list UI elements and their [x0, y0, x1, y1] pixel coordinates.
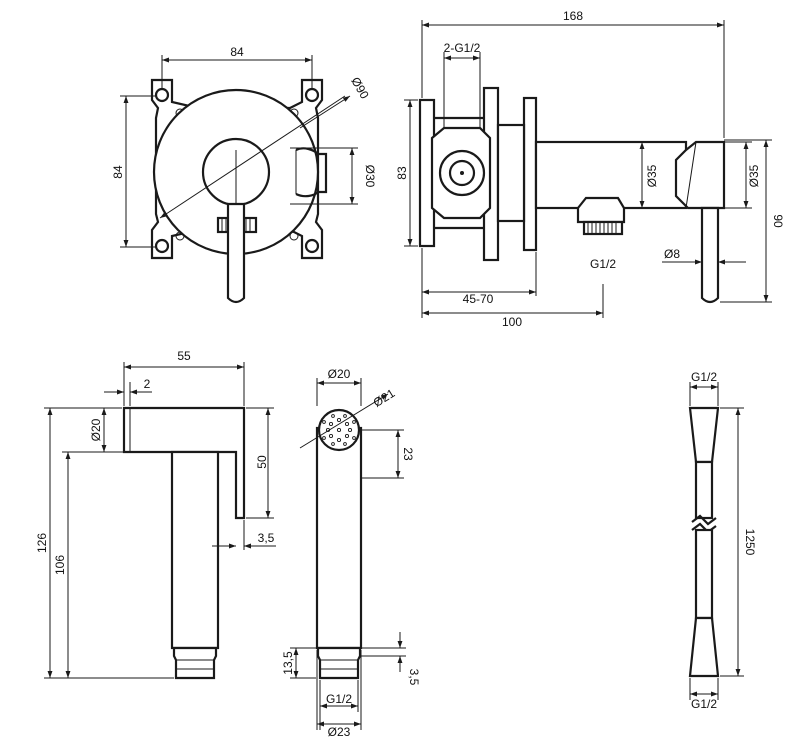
outlet-connector — [576, 196, 626, 224]
handshower-side-view — [122, 406, 246, 680]
dim-hf-nozzle-offset: 23 — [401, 447, 415, 461]
dim-side-body-height: 83 — [395, 166, 409, 180]
handshower-handle-side — [170, 450, 220, 650]
dim-hs-wall: 2 — [144, 377, 151, 391]
holder-side — [674, 140, 726, 210]
side-view — [418, 86, 726, 304]
side-pin — [700, 206, 720, 304]
dim-side-holder-diameter: Ø35 — [747, 164, 761, 187]
hose-lower — [694, 528, 714, 620]
dim-front-plate-diameter: Ø90 — [348, 75, 372, 102]
handshower-side-dimensions: 55 2 Ø20 50 3,5 126 106 — [35, 349, 276, 679]
nozzle-holes — [322, 414, 356, 446]
dim-hf-head-diameter: Ø20 — [328, 367, 351, 381]
hose-break-top — [691, 514, 717, 526]
dim-hf-nozzle-diameter: Ø21 — [371, 386, 398, 410]
lever-pin — [226, 202, 246, 304]
dim-hose-top-thread: G1/2 — [691, 370, 717, 384]
dim-side-pipe-diameter: Ø35 — [645, 164, 659, 187]
dim-side-depth-total: 100 — [502, 315, 522, 329]
dim-hs-total-height: 126 — [35, 533, 49, 553]
side-flange-right — [522, 96, 538, 252]
dim-front-side-height: 84 — [111, 165, 125, 179]
dim-hs-length: 55 — [177, 349, 191, 363]
dim-hose-bottom-thread: G1/2 — [691, 697, 717, 711]
dim-side-pin-diameter: Ø8 — [664, 247, 680, 261]
dim-hs-handle-height: 106 — [53, 555, 67, 575]
front-view — [150, 78, 328, 304]
handshower-thread-side — [172, 646, 218, 680]
dim-hf-thread: G1/2 — [326, 692, 352, 706]
side-view-dimensions: 168 2-G1/2 83 Ø35 Ø35 90 G1/2 Ø8 45-70 1… — [395, 9, 785, 329]
valve-port-outer — [438, 149, 486, 197]
dim-side-total-height: 90 — [771, 214, 785, 228]
hose-top-ferrule — [688, 406, 720, 464]
dim-side-inlet-thread: 2-G1/2 — [444, 41, 481, 55]
dim-hs-lip: 3,5 — [258, 531, 275, 545]
hose-view — [688, 406, 720, 678]
handshower-thread-front — [316, 646, 362, 680]
dim-hose-length: 1250 — [743, 529, 757, 556]
dim-side-total-length: 168 — [563, 9, 583, 23]
dim-hf-thread-height: 13,5 — [281, 651, 295, 675]
hose-upper — [694, 460, 714, 520]
handshower-front-dimensions: Ø20 Ø21 23 13,5 3,5 G1/2 Ø23 — [281, 367, 421, 739]
handshower-front-view — [315, 408, 363, 680]
valve-port-inner — [448, 159, 476, 187]
handshower-body-front — [315, 426, 363, 650]
dim-front-knob-diameter: Ø30 — [363, 165, 377, 188]
dim-side-outlet-thread: G1/2 — [590, 257, 616, 271]
hose-bottom-ferrule — [688, 616, 720, 678]
mounting-flange — [150, 78, 324, 260]
dim-hs-head-height: 50 — [255, 455, 269, 469]
hose-dimensions: G1/2 1250 G1/2 — [689, 370, 757, 711]
dim-hf-thread-step: 3,5 — [407, 669, 421, 686]
pipe-collar — [496, 123, 526, 223]
dim-hf-base-diameter: Ø23 — [328, 725, 351, 739]
handshower-nozzle-face — [317, 408, 361, 452]
dim-front-top-width: 84 — [230, 45, 244, 59]
dim-side-depth-range: 45-70 — [463, 292, 494, 306]
dim-hs-head-diameter: Ø20 — [89, 418, 103, 441]
